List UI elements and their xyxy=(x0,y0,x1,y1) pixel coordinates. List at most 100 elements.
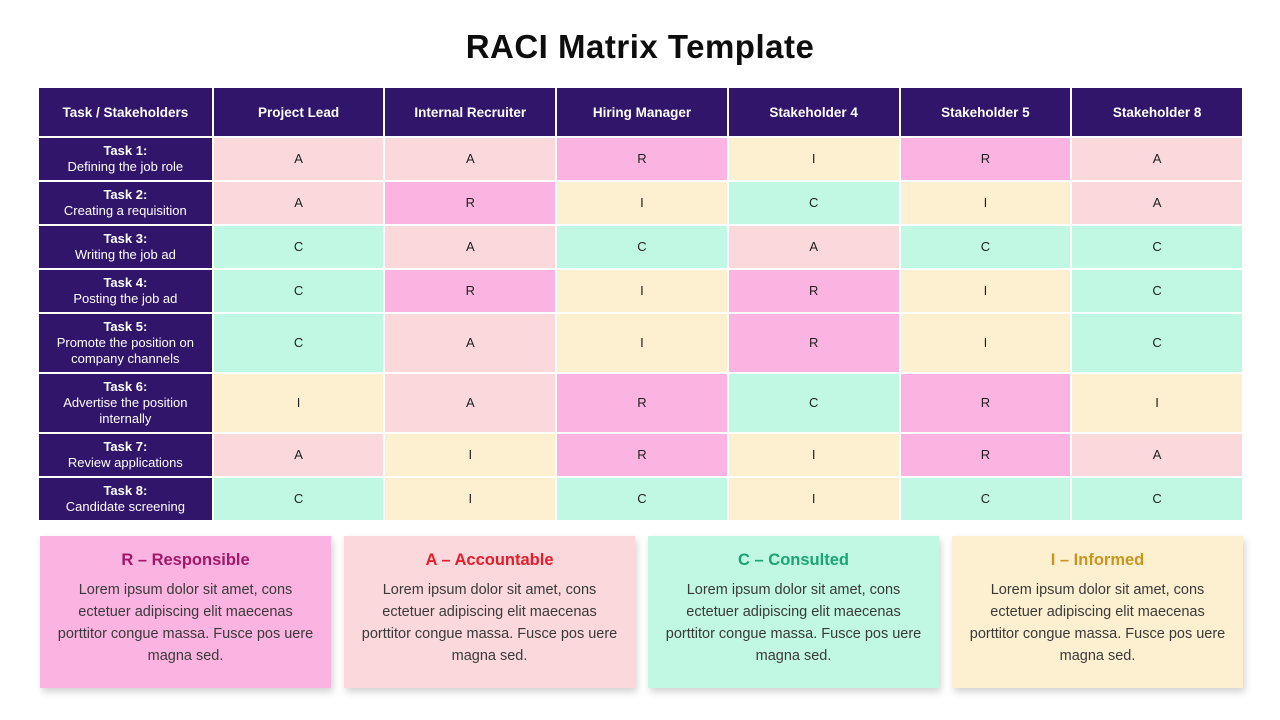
task-cell: Task 3: Writing the job ad xyxy=(39,226,212,268)
matrix-cell: R xyxy=(900,374,1071,432)
matrix-cell: A xyxy=(1072,434,1242,476)
legend-card-accountable: A – Accountable Lorem ipsum dolor sit am… xyxy=(344,536,635,688)
legend: R – Responsible Lorem ipsum dolor sit am… xyxy=(40,536,1243,688)
legend-body-accountable: Lorem ipsum dolor sit amet, cons ectetue… xyxy=(361,582,618,664)
task-label: Task 5: xyxy=(103,319,148,334)
matrix-cell: I xyxy=(1072,374,1242,432)
header-cell-project-lead: Project Lead xyxy=(213,88,384,136)
task-description: Defining the job role xyxy=(67,159,184,174)
task-label: Task 3: xyxy=(103,231,148,246)
matrix-cell: C xyxy=(213,270,384,312)
legend-title-informed: I – Informed xyxy=(1050,551,1145,569)
matrix-cell: A xyxy=(385,374,556,432)
task-description: Candidate screening xyxy=(65,499,185,514)
matrix-cell: I xyxy=(728,434,899,476)
task-cell: Task 5: Promote the position on company … xyxy=(39,314,212,372)
matrix-cell: A xyxy=(213,138,384,180)
legend-title-responsible: R – Responsible xyxy=(121,551,250,569)
header-cell-hiring-manager: Hiring Manager xyxy=(557,88,727,136)
matrix-cell: I xyxy=(385,478,556,520)
header-cell-stakeholder-8: Stakeholder 8 xyxy=(1072,88,1242,136)
task-cell: Task 6: Advertise the position internall… xyxy=(39,374,212,432)
matrix-cell: C xyxy=(1072,270,1242,312)
matrix-cell: R xyxy=(385,270,556,312)
legend-body-responsible: Lorem ipsum dolor sit amet, cons ectetue… xyxy=(57,582,314,664)
task-description: Posting the job ad xyxy=(73,291,178,306)
matrix-cell: I xyxy=(557,314,727,372)
task-label: Task 1: xyxy=(103,143,148,158)
matrix-cell: C xyxy=(900,478,1071,520)
legend-card-informed: I – Informed Lorem ipsum dolor sit amet,… xyxy=(952,536,1243,688)
task-label: Task 2: xyxy=(103,187,148,202)
matrix-cell: I xyxy=(213,374,384,432)
header-cell-internal-recruiter: Internal Recruiter xyxy=(385,88,556,136)
task-cell: Task 4: Posting the job ad xyxy=(39,270,212,312)
task-description: Writing the job ad xyxy=(74,247,176,262)
matrix-cell: I xyxy=(728,138,899,180)
legend-body-informed: Lorem ipsum dolor sit amet, cons ectetue… xyxy=(969,582,1226,664)
legend-title-consulted: C – Consulted xyxy=(738,551,849,569)
task-cell: Task 7: Review applications xyxy=(39,434,212,476)
matrix-cell: I xyxy=(557,182,727,224)
matrix-cell: C xyxy=(557,226,727,268)
task-cell: Task 1: Defining the job role xyxy=(39,138,212,180)
task-description: Creating a requisition xyxy=(63,203,187,218)
page-title: RACI Matrix Template xyxy=(465,28,815,65)
matrix-cell: A xyxy=(213,182,384,224)
matrix-cell: A xyxy=(213,434,384,476)
task-label: Task 4: xyxy=(103,275,148,290)
matrix-cell: I xyxy=(900,314,1071,372)
task-description: Review applications xyxy=(67,455,183,470)
matrix-cell: R xyxy=(900,138,1071,180)
matrix-cell: C xyxy=(1072,478,1242,520)
header-cell-stakeholder-4: Stakeholder 4 xyxy=(728,88,899,136)
matrix-cell: I xyxy=(557,270,727,312)
matrix-cell: A xyxy=(385,314,556,372)
matrix-cell: C xyxy=(557,478,727,520)
matrix-cell: A xyxy=(385,226,556,268)
matrix-cell: C xyxy=(213,478,384,520)
matrix-cell: C xyxy=(728,182,899,224)
task-description: Advertise the position internally xyxy=(63,395,188,426)
matrix-cell: R xyxy=(557,138,727,180)
matrix-cell: C xyxy=(900,226,1071,268)
matrix-cell: R xyxy=(385,182,556,224)
matrix-cell: I xyxy=(900,182,1071,224)
matrix-cell: R xyxy=(728,314,899,372)
matrix-cell: R xyxy=(728,270,899,312)
table-row: Task 6: Advertise the position internall… xyxy=(39,374,1242,432)
task-label: Task 7: xyxy=(103,439,148,454)
matrix-cell: C xyxy=(213,226,384,268)
matrix-cell: I xyxy=(728,478,899,520)
task-label: Task 6: xyxy=(103,379,148,394)
task-cell: Task 8: Candidate screening xyxy=(39,478,212,520)
legend-body-consulted: Lorem ipsum dolor sit amet, cons ectetue… xyxy=(665,582,922,664)
matrix-cell: R xyxy=(557,374,727,432)
matrix-cell: C xyxy=(213,314,384,372)
matrix-cell: A xyxy=(1072,138,1242,180)
matrix-cell: C xyxy=(1072,226,1242,268)
task-description: Promote the position on company channels xyxy=(56,335,195,366)
legend-card-consulted: C – Consulted Lorem ipsum dolor sit amet… xyxy=(648,536,939,688)
matrix-cell: C xyxy=(1072,314,1242,372)
matrix-cell: R xyxy=(900,434,1071,476)
matrix-cell: C xyxy=(728,374,899,432)
matrix-cell: A xyxy=(1072,182,1242,224)
header-cell-task-stakeholders: Task / Stakeholders xyxy=(39,88,212,136)
task-label: Task 8: xyxy=(103,483,148,498)
raci-matrix-table: Task / Stakeholders Project Lead Interna… xyxy=(37,86,1244,522)
table-row: Task 5: Promote the position on company … xyxy=(39,314,1242,372)
header-row: Task / Stakeholders Project Lead Interna… xyxy=(39,88,1242,136)
matrix-cell: A xyxy=(728,226,899,268)
legend-card-responsible: R – Responsible Lorem ipsum dolor sit am… xyxy=(40,536,331,688)
legend-title-accountable: A – Accountable xyxy=(425,551,554,569)
matrix-cell: I xyxy=(900,270,1071,312)
matrix-cell: R xyxy=(557,434,727,476)
